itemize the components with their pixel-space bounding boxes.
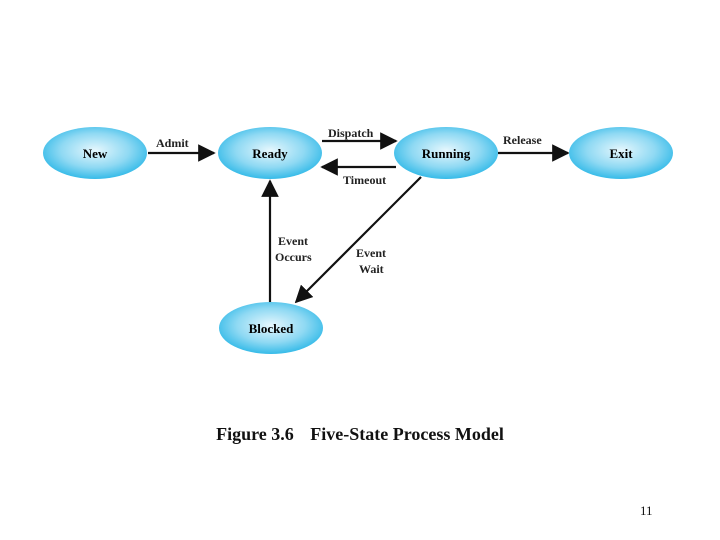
edge-label-event-occurs-line2: Occurs [275,250,312,264]
edge-label-dispatch: Dispatch [328,126,374,140]
state-label-blocked: Blocked [249,321,295,336]
figure-title: Five-State Process Model [310,424,504,444]
edge-label-event-occurs-line1: Event [278,234,308,248]
edge-label-release: Release [503,133,542,147]
figure-caption: Figure 3.6 Five-State Process Model [0,424,720,445]
state-exit: Exit [569,127,673,179]
state-running: Running [394,127,498,179]
state-label-ready: Ready [252,146,288,161]
state-label-new: New [83,146,108,161]
state-ready: Ready [218,127,322,179]
state-new: New [43,127,147,179]
figure-number: Figure 3.6 [216,424,294,444]
edge-label-admit: Admit [156,136,189,150]
edge-label-event-wait-line2: Wait [359,262,384,276]
edge-label-timeout: Timeout [343,173,386,187]
edge-label-event-wait-line1: Event [356,246,386,260]
page-number: 11 [640,503,653,518]
edge-event-wait [294,176,422,304]
state-blocked: Blocked [219,302,323,354]
state-label-exit: Exit [609,146,633,161]
state-label-running: Running [422,146,471,161]
